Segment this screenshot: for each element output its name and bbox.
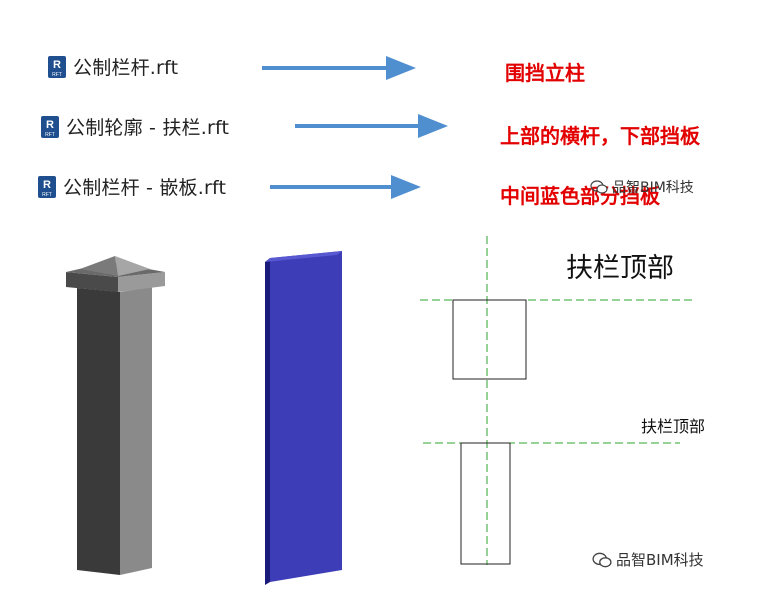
arrow-1	[262, 56, 416, 80]
profile-drawing	[420, 236, 695, 565]
file-name: 公制轮廓 - 扶栏.rft	[66, 117, 230, 139]
watermark-top: 品智BIM科技	[590, 177, 694, 197]
file-row-2: R RFT 公制轮廓 - 扶栏.rft	[40, 113, 229, 140]
svg-text:R: R	[46, 119, 54, 131]
profile-title-small: 扶栏顶部	[641, 417, 706, 436]
revit-family-icon: R RFT	[38, 175, 56, 198]
description-2: 上部的横杆，下部挡板	[500, 124, 700, 148]
description-3: 中间蓝色部分挡板	[500, 184, 660, 208]
arrow-2	[295, 114, 448, 138]
icon-label: RFT	[52, 72, 62, 78]
file-row-3: R RFT 公制栏杆 - 嵌板.rft	[37, 173, 226, 200]
file-name: 公制栏杆 - 嵌板.rft	[63, 177, 227, 199]
revit-family-icon: R RFT	[48, 55, 66, 78]
svg-text:R: R	[53, 59, 61, 71]
description-1: 围挡立柱	[505, 61, 585, 85]
watermark-text: 品智BIM科技	[616, 551, 704, 569]
file-row-1: R RFT 公制栏杆.rft	[47, 53, 178, 80]
watermark-bottom: 品智BIM科技	[592, 549, 704, 570]
file-name: 公制栏杆.rft	[73, 57, 179, 79]
arrow-3	[270, 175, 421, 199]
icon-label: RFT	[42, 192, 52, 198]
wechat-icon	[592, 552, 612, 567]
panel-3d	[265, 251, 342, 585]
wechat-icon	[590, 180, 608, 194]
post-3d	[66, 256, 165, 575]
icon-label: RFT	[45, 132, 55, 138]
revit-family-icon: R RFT	[41, 115, 59, 138]
profile-title-large: 扶栏顶部	[566, 253, 674, 284]
watermark-text: 品智BIM科技	[612, 180, 694, 196]
svg-text:R: R	[43, 179, 51, 191]
